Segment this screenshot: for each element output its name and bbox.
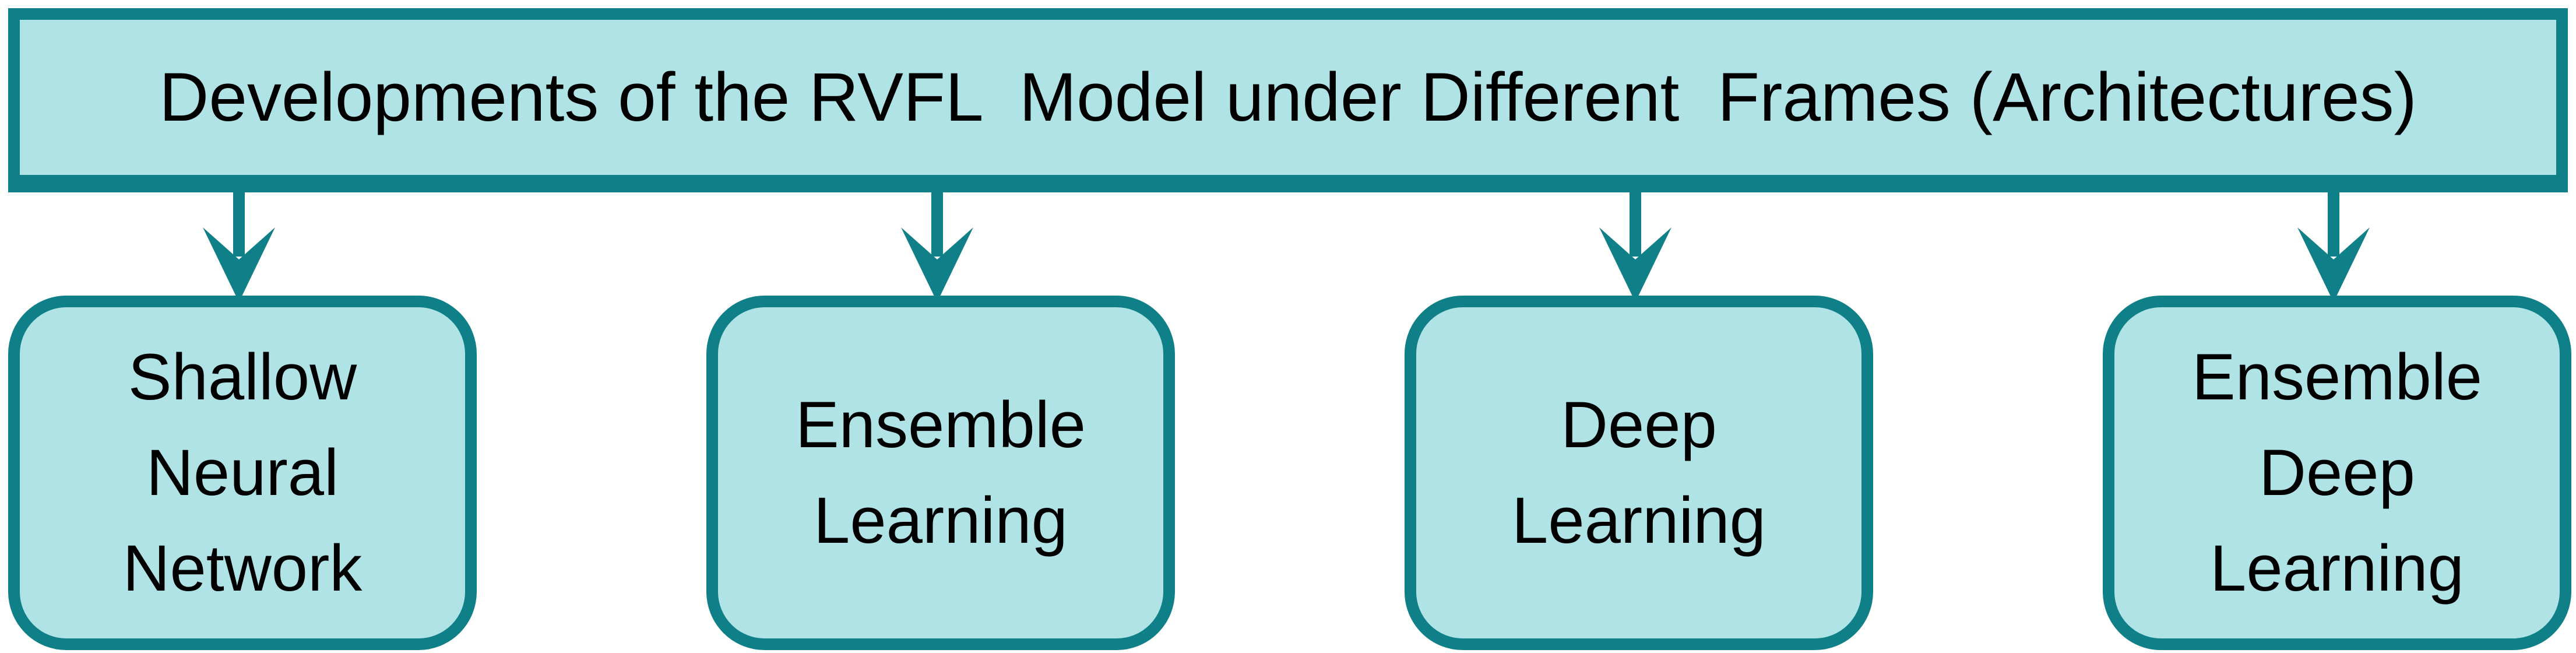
node-text: Deep	[2259, 436, 2415, 509]
root-title: Developments of the RVFL Model under Dif…	[159, 59, 2417, 136]
arrow-1	[203, 187, 275, 296]
node-text: Shallow	[128, 340, 357, 413]
node-text: Deep	[1561, 388, 1717, 461]
node-text: Learning	[1512, 484, 1766, 557]
root-title-box: Developments of the RVFL Model under Dif…	[8, 8, 2568, 192]
arrow-4	[2297, 187, 2370, 296]
node-text: Ensemble	[2191, 340, 2483, 413]
arrow-3	[1599, 187, 1671, 296]
node-text: Network	[122, 532, 363, 605]
node-text: Neural	[146, 436, 339, 509]
node-text: Learning	[814, 484, 1068, 557]
node-text: Learning	[2210, 532, 2464, 605]
arrow-2	[901, 187, 973, 296]
node-text: Ensemble	[795, 388, 1086, 461]
